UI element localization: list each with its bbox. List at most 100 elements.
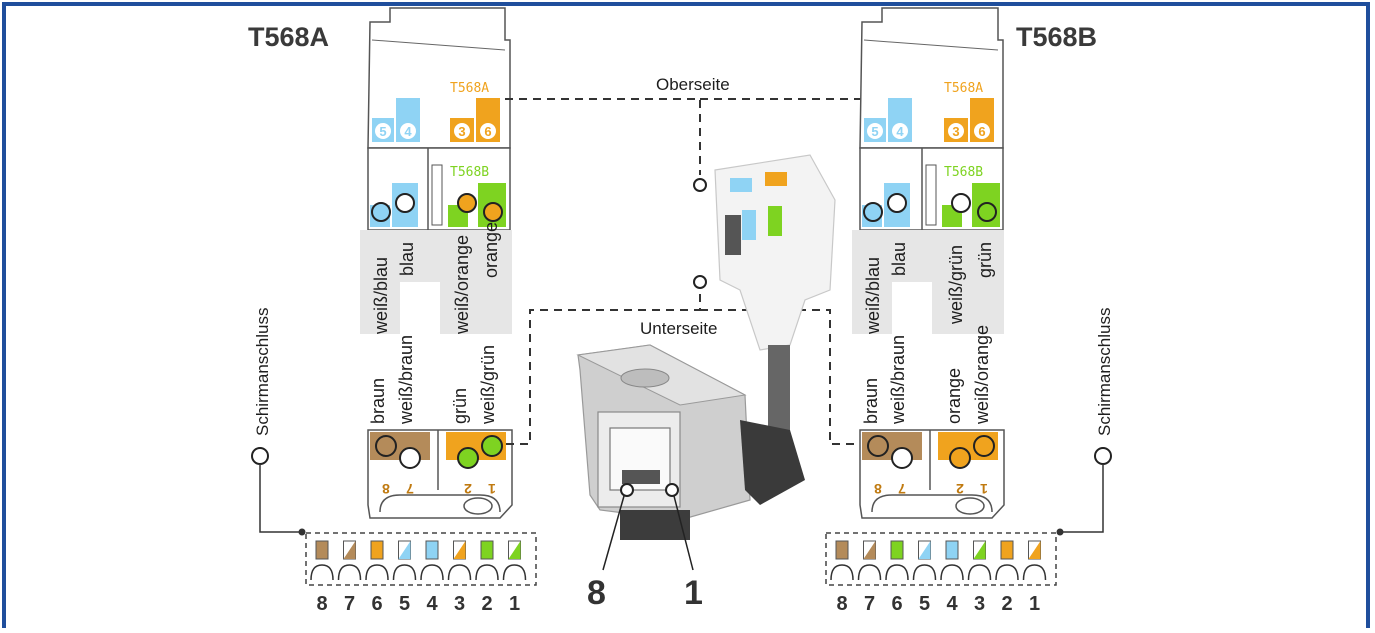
jack-contacts bbox=[622, 470, 660, 484]
left-tag-circle-5 bbox=[375, 123, 391, 139]
right-lower-num-1: 1 bbox=[980, 481, 988, 497]
left-tag-num-4: 4 bbox=[404, 124, 412, 139]
right-shield: Schirmanschluss bbox=[1056, 308, 1114, 536]
jack-pin8-point bbox=[620, 483, 634, 497]
insert-blue-contact bbox=[742, 210, 756, 240]
left-pin-number-2: 2 bbox=[481, 593, 492, 615]
left-tag-circle-6 bbox=[480, 123, 496, 139]
insert-body bbox=[714, 154, 836, 351]
jack-screw bbox=[620, 368, 670, 388]
left-tag-num-3: 3 bbox=[458, 124, 465, 139]
insert-blue-tag bbox=[730, 178, 752, 192]
right-bottom-connector bbox=[700, 309, 868, 445]
left-lower-num-8: 8 bbox=[382, 481, 390, 497]
right-label-weiss-gruen: weiß/grün bbox=[946, 245, 966, 325]
left-pin-number-5: 5 bbox=[399, 593, 410, 615]
right-contact-weiss-gruen bbox=[951, 193, 971, 213]
left-shield-label: Schirmanschluss bbox=[253, 308, 272, 437]
left-top-tag-a: T568A bbox=[450, 81, 489, 96]
left-contact-weiss-braun bbox=[399, 447, 421, 469]
left-pin-swatch-4 bbox=[425, 540, 439, 560]
left-top-connector bbox=[505, 98, 701, 175]
left-pin-contact-1 bbox=[502, 564, 527, 581]
left-pin-box bbox=[305, 532, 537, 586]
right-bottom-hole bbox=[955, 497, 985, 515]
left-lower-num-2: 2 bbox=[464, 481, 472, 497]
center-parts: Oberseite Unterseite bbox=[576, 75, 868, 612]
right-label-weiss-blau: weiß/blau bbox=[863, 257, 883, 335]
left-upper-label-band-2 bbox=[440, 282, 512, 334]
right-label-blau: blau bbox=[889, 242, 909, 276]
left-label-weiss-orange: weiß/orange bbox=[452, 235, 472, 335]
left-contact-weiss-gruen bbox=[481, 435, 503, 457]
right-label-weiss-braun: weiß/braun bbox=[888, 335, 908, 425]
right-middle-slot bbox=[925, 164, 937, 226]
right-pin-number-6: 6 bbox=[891, 593, 902, 615]
left-pin-stripe-5 bbox=[398, 541, 411, 559]
right-tag-num-4: 4 bbox=[896, 124, 904, 139]
left-pin-contact-2 bbox=[475, 564, 499, 581]
right-contact-orange bbox=[949, 447, 971, 469]
title-t568a: T568A bbox=[248, 22, 330, 52]
right-shield-dot bbox=[1056, 528, 1064, 536]
left-lower-num-1: 1 bbox=[488, 481, 496, 497]
right-pin-stripe-3 bbox=[973, 541, 986, 559]
left-label-weiss-braun: weiß/braun bbox=[396, 335, 416, 425]
left-middle-slot bbox=[431, 164, 443, 226]
left-contact-gruen bbox=[457, 447, 479, 469]
right-contact-blau bbox=[887, 193, 907, 213]
right-pin-contact-2 bbox=[995, 564, 1019, 581]
left-housing-edge bbox=[371, 39, 506, 51]
title-t568b: T568B bbox=[1016, 22, 1098, 52]
left-tag-num-5: 5 bbox=[379, 124, 386, 139]
right-shield-label: Schirmanschluss bbox=[1095, 308, 1114, 437]
left-upper-label-band bbox=[360, 230, 512, 282]
left-bottom-connector bbox=[506, 292, 701, 445]
left-pin-contact-3 bbox=[447, 564, 472, 581]
left-shield-wire bbox=[259, 464, 302, 533]
right-pin-contact-1 bbox=[1022, 564, 1047, 581]
left-contact-weiss-blau bbox=[371, 202, 391, 222]
right-pin-contact-5 bbox=[912, 564, 937, 581]
left-label-orange: orange bbox=[481, 222, 501, 278]
right-contact-gruen bbox=[977, 202, 997, 222]
right-pin-stripe-1 bbox=[1028, 541, 1041, 559]
left-pin-number-3: 3 bbox=[454, 593, 465, 615]
left-pin-contact-5 bbox=[392, 564, 417, 581]
left-label-weiss-gruen: weiß/grün bbox=[478, 345, 498, 425]
right-pin-number-8: 8 bbox=[836, 593, 847, 615]
left-label-blau: blau bbox=[397, 242, 417, 276]
right-housing-edge bbox=[863, 39, 999, 51]
right-pin-swatch-4 bbox=[945, 540, 959, 560]
right-pin-number-7: 7 bbox=[864, 593, 875, 615]
right-pin-swatch-8 bbox=[835, 540, 849, 560]
left-pin-number-8: 8 bbox=[316, 593, 327, 615]
left-pin-swatch-6 bbox=[370, 540, 384, 560]
left-label-gruen: grün bbox=[450, 388, 470, 424]
right-tag-circle-4 bbox=[892, 123, 908, 139]
right-contact-weiss-blau bbox=[863, 202, 883, 222]
left-pin-number-1: 1 bbox=[509, 593, 520, 615]
right-bottom-latch bbox=[871, 494, 993, 513]
right-pin-number-3: 3 bbox=[974, 593, 985, 615]
right-upper-label-band-2 bbox=[932, 282, 1004, 334]
left-tag-circle-3 bbox=[454, 123, 470, 139]
left-pin-contact-8 bbox=[310, 564, 334, 581]
right-pin-number-1: 1 bbox=[1029, 593, 1040, 615]
right-contact-braun bbox=[867, 435, 889, 457]
right-pin-contact-4 bbox=[940, 564, 964, 581]
right-pin-box bbox=[825, 532, 1057, 586]
right-pin-contact-8 bbox=[830, 564, 854, 581]
right-label-gruen: grün bbox=[975, 242, 995, 278]
jack-pin8-leader bbox=[602, 495, 625, 571]
jack-pin1-leader bbox=[673, 495, 694, 571]
jack-cable-boot bbox=[740, 420, 805, 505]
left-contact-orange bbox=[483, 202, 503, 222]
left-module: 5 4 3 6 T568A T568B weiß/blau blau wei bbox=[360, 7, 513, 519]
right-lower-num-8: 8 bbox=[874, 481, 882, 497]
right-shield-wire bbox=[1060, 464, 1104, 533]
left-shield-point bbox=[251, 447, 269, 465]
left-contact-weiss-orange bbox=[457, 193, 477, 213]
